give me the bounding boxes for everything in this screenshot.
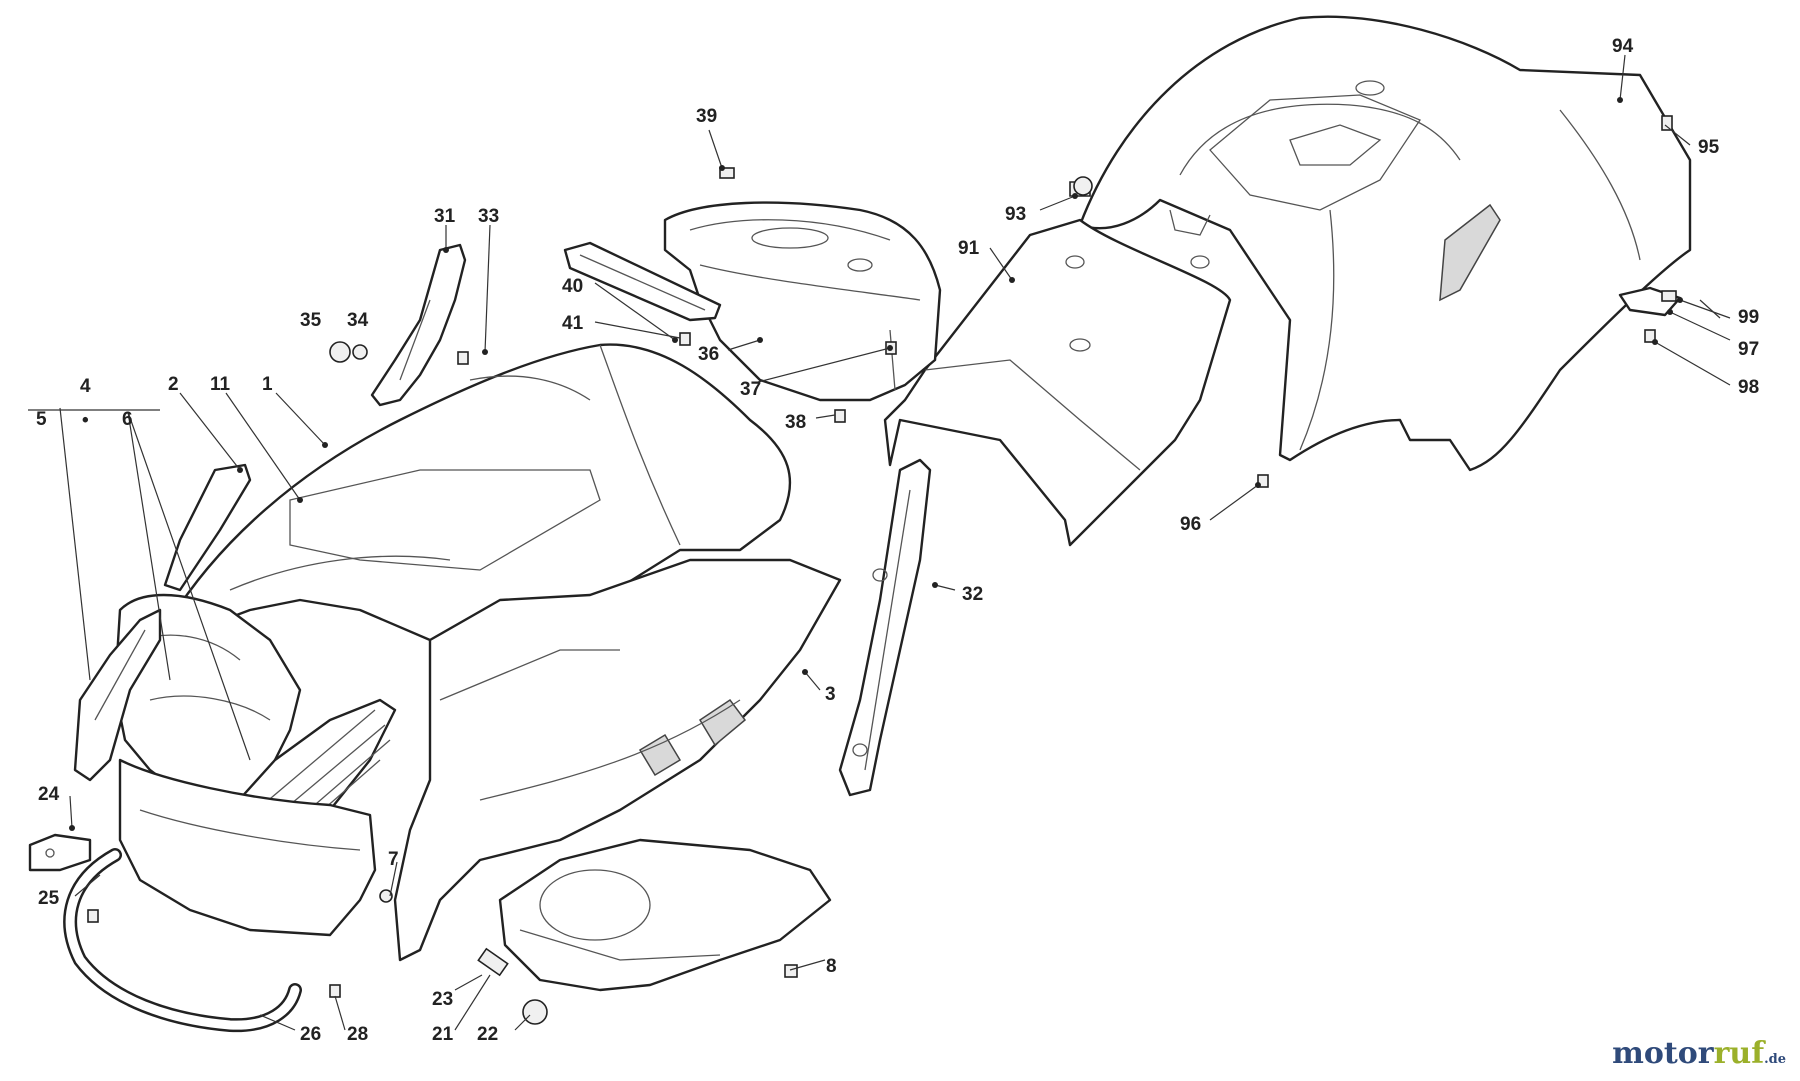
callout-26: 26 xyxy=(300,1024,321,1045)
lower-tray xyxy=(498,838,832,992)
callout-28: 28 xyxy=(347,1024,368,1045)
callout-40: 40 xyxy=(562,276,583,297)
callout-23: 23 xyxy=(432,989,453,1010)
callout-41: 41 xyxy=(562,313,584,334)
callout-21: 21 xyxy=(432,1024,454,1045)
callout-95: 95 xyxy=(1698,137,1720,158)
side-bracket xyxy=(370,243,467,407)
callout-3: 3 xyxy=(825,684,836,705)
logo-suffix: .de xyxy=(1764,1052,1786,1067)
logo-mid: r xyxy=(1713,1036,1730,1071)
logo-main: motor xyxy=(1612,1036,1714,1071)
footboard-panel xyxy=(883,218,1232,547)
callout-35: 35 xyxy=(300,310,322,331)
callout-2: 2 xyxy=(168,374,179,395)
callout-24: 24 xyxy=(38,784,60,805)
callout-97: 97 xyxy=(1738,339,1759,360)
callout-33: 33 xyxy=(478,206,499,227)
callout-5: 5 xyxy=(36,409,47,430)
front-lower-body xyxy=(118,758,377,937)
rear-fender xyxy=(1078,15,1692,472)
callout-31: 31 xyxy=(434,206,456,227)
brand-logo: motorruf.de xyxy=(1612,1036,1786,1071)
callout-25: 25 xyxy=(38,888,60,909)
callout-1: 1 xyxy=(262,374,273,395)
callout-7: 7 xyxy=(388,849,399,870)
fasteners xyxy=(87,115,1677,1025)
callout-98: 98 xyxy=(1738,377,1759,398)
callout-96: 96 xyxy=(1180,514,1201,535)
callout-4: 4 xyxy=(80,376,91,397)
callout-36: 36 xyxy=(698,344,719,365)
callout-dot: • xyxy=(82,410,89,431)
callout-39: 39 xyxy=(696,106,717,127)
right-side-panel xyxy=(393,558,842,962)
callout-94: 94 xyxy=(1612,36,1634,57)
callout-8: 8 xyxy=(826,956,837,977)
callout-34: 34 xyxy=(347,310,369,331)
callout-32: 32 xyxy=(962,584,983,605)
callouts: 1 2 3 4 5 • 6 7 8 11 21 22 23 24 25 26 2… xyxy=(28,36,1759,1045)
handle-bracket xyxy=(563,241,722,322)
engine-hood xyxy=(168,343,792,662)
left-lens xyxy=(73,608,162,782)
callout-38: 38 xyxy=(785,412,806,433)
callout-93: 93 xyxy=(1005,204,1026,225)
hinge-bracket xyxy=(28,833,92,872)
side-strip xyxy=(838,458,932,797)
logo-accent: uf xyxy=(1729,1036,1765,1071)
callout-37: 37 xyxy=(740,379,761,400)
callout-6: 6 xyxy=(122,409,133,430)
callout-91: 91 xyxy=(958,238,980,259)
callout-11: 11 xyxy=(210,374,231,395)
front-grille-housing xyxy=(113,463,302,812)
dashboard-console xyxy=(663,201,942,402)
callout-99: 99 xyxy=(1738,307,1759,328)
callout-22: 22 xyxy=(477,1024,498,1045)
